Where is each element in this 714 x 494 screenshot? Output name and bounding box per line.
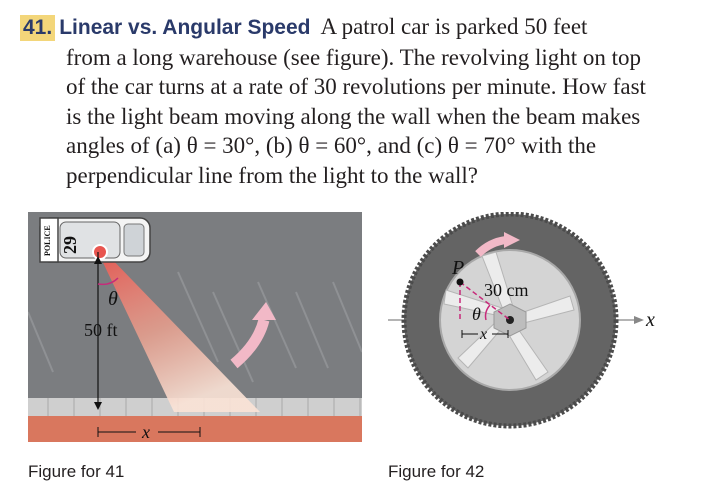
problem-line-1: 41.Linear vs. Angular Speed A patrol car …: [20, 12, 700, 43]
problem-text-1: A patrol car is parked 50 feet: [320, 14, 588, 39]
angle-label: θ: [108, 288, 118, 310]
figure-42-caption: Figure for 42: [388, 462, 485, 481]
angle-arc: [97, 277, 119, 286]
rotation-arrow: [230, 302, 276, 369]
car-number: 29: [60, 236, 80, 254]
problem-41: 41.Linear vs. Angular Speed A patrol car …: [20, 12, 700, 190]
point-p: [456, 278, 464, 286]
problem-title: Linear vs. Angular Speed: [59, 16, 311, 39]
figure-42: x P 30 cm θ x: [388, 212, 655, 429]
patrol-car: [39, 217, 151, 263]
problem-text-2: from a long warehouse (see figure). The …: [66, 44, 642, 70]
problem-number: 41.: [20, 15, 56, 41]
radius-label: 30 cm: [484, 280, 529, 300]
x-axis-label: x: [645, 309, 655, 331]
problem-text-6: perpendicular line from the light to the…: [66, 162, 478, 188]
perpendicular-arrowhead-top: [94, 256, 102, 264]
angle-arc: [484, 304, 491, 321]
problem-text-5: angles of (a) θ = 30°, (b) θ = 60°, and …: [66, 133, 597, 158]
figure-41: POLICE 29 θ 50 ft x: [28, 212, 362, 442]
x-axis-arrow: [634, 316, 644, 324]
x-dimension: [97, 427, 201, 437]
inner-x-label: x: [479, 326, 487, 343]
parking-lines: [28, 271, 362, 383]
perpendicular-arrowhead-bottom: [94, 402, 102, 410]
radius-line: [459, 281, 511, 321]
warehouse-wall: [28, 416, 362, 442]
police-label: POLICE: [43, 225, 52, 256]
light-beam: [98, 250, 260, 412]
problem-text-3: of the car turns at a rate of 30 revolut…: [66, 74, 646, 99]
angle-label: θ: [472, 304, 481, 324]
figure-41-caption: Figure for 41: [28, 462, 125, 481]
rotation-arrow: [475, 232, 520, 257]
point-label: P: [451, 257, 464, 279]
x-label: x: [141, 422, 150, 442]
problem-text-4: is the light beam moving along the wall …: [66, 103, 641, 129]
distance-label: 50 ft: [84, 320, 118, 340]
inner-x-dimension: [461, 330, 509, 338]
sidewalk-joints: [47, 398, 361, 416]
